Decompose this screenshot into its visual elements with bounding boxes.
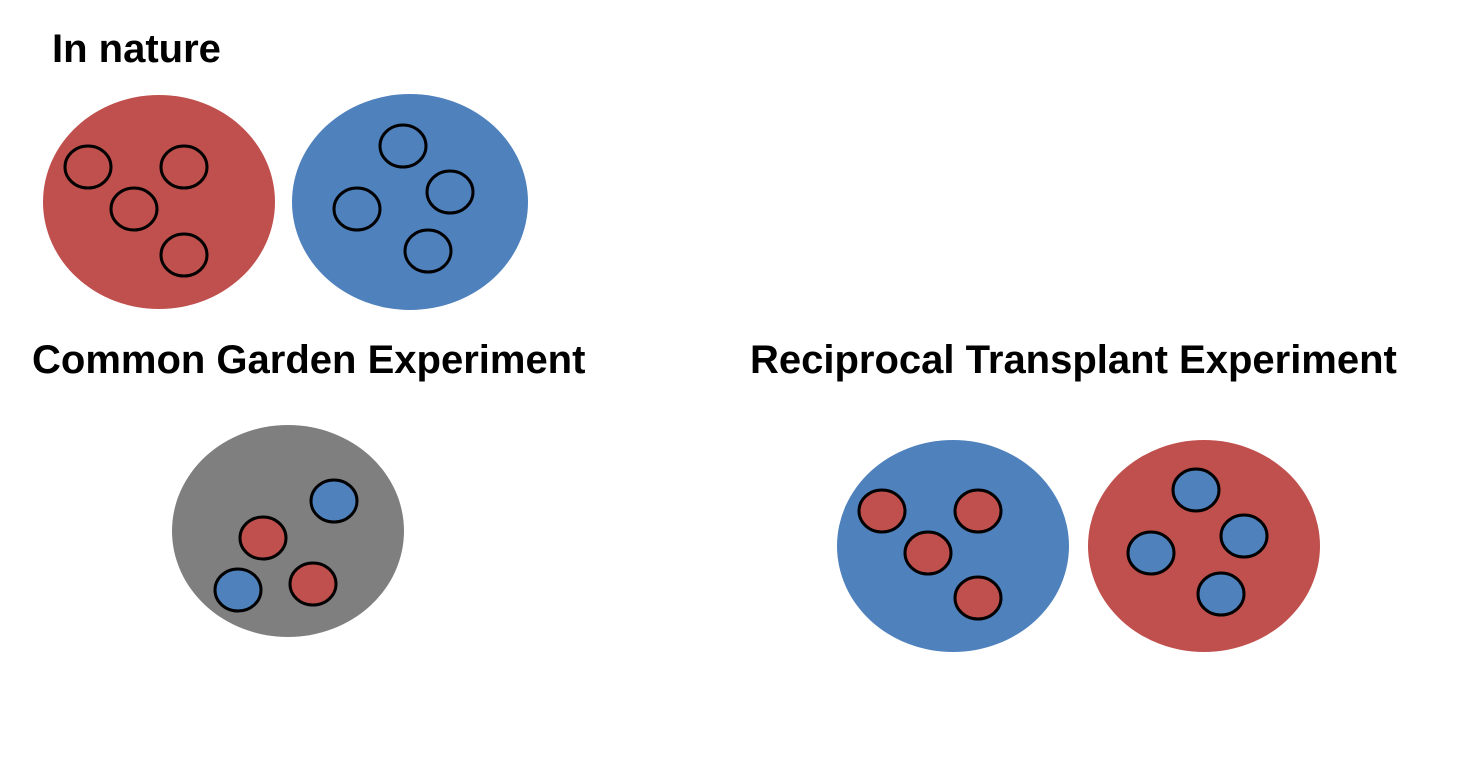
transplant-red-environment xyxy=(1088,440,1320,652)
environment-circle xyxy=(172,425,404,637)
individual-red xyxy=(857,488,907,534)
individual-blue xyxy=(1219,513,1269,559)
reciprocal-transplant-label: Reciprocal Transplant Experiment xyxy=(750,338,1397,382)
common-garden-environment xyxy=(172,425,404,637)
individual-red xyxy=(953,488,1003,534)
environment-circle xyxy=(837,440,1069,652)
individual-blue xyxy=(1171,467,1221,513)
individual-red xyxy=(903,530,953,576)
nature-red-environment xyxy=(43,95,275,309)
individual-red xyxy=(159,144,209,190)
individual-blue xyxy=(1126,530,1176,576)
individual-red xyxy=(953,575,1003,621)
individual-blue xyxy=(425,169,475,215)
individual-red xyxy=(63,144,113,190)
individual-red xyxy=(238,515,288,561)
environment-circle xyxy=(292,94,528,310)
individual-blue xyxy=(213,567,263,613)
individual-blue xyxy=(309,478,359,524)
individual-blue xyxy=(332,186,382,232)
individual-red xyxy=(159,232,209,278)
environment-circle xyxy=(43,95,275,309)
common-garden-label: Common Garden Experiment xyxy=(32,338,586,382)
individual-red xyxy=(288,561,338,607)
individual-red xyxy=(109,186,159,232)
in-nature-label: In nature xyxy=(52,27,221,71)
individual-blue xyxy=(378,123,428,169)
environment-circle xyxy=(1088,440,1320,652)
individual-blue xyxy=(1196,571,1246,617)
transplant-blue-environment xyxy=(837,440,1069,652)
nature-blue-environment xyxy=(292,94,528,310)
individual-blue xyxy=(403,228,453,274)
